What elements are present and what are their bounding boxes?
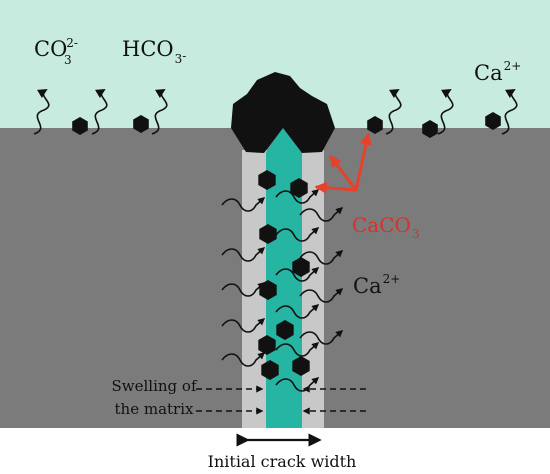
particles [72,112,501,380]
swelling-label-line1: Swelling of [112,377,198,395]
wavy-arrow-icon [151,89,168,135]
hexagon-particle-icon [292,356,310,376]
crack-width-label: Initial crack width [208,452,357,471]
crack-channel [266,126,302,428]
hexagon-particle-icon [422,120,438,138]
calcite-label: CaCO3 [352,213,420,241]
wavy-arrow-icon [299,288,344,303]
hexagon-particle-icon [485,112,501,130]
hexagon-particle-icon [261,360,279,380]
wavy-arrow-icon [275,227,320,242]
wavy-arrow-icon [299,330,344,345]
calcium-label-top: Ca2+ [474,59,521,85]
wavy-arrow-icon [221,282,266,297]
wavy-arrow-icon [299,207,344,222]
wavy-arrow-icon [221,318,266,333]
wavy-arrow-icon [275,342,320,357]
bicarbonate-label: HCO3- [122,37,186,66]
ion-arrows [33,89,518,392]
hexagon-particle-icon [258,170,276,190]
wavy-arrow-icon [275,304,320,319]
hexagon-particle-icon [292,257,310,277]
hexagon-particle-icon [259,224,277,244]
wavy-arrow-icon [299,250,344,265]
wavy-arrow-icon [385,89,402,135]
dashed-arrow-icon [196,385,366,415]
hexagon-particle-icon [367,116,383,134]
wavy-arrow-icon [33,89,50,135]
calcite-deposit [231,72,335,153]
wavy-arrow-icon [221,247,266,262]
hexagon-particle-icon [276,320,294,340]
hexagon-particle-icon [290,178,308,198]
carbonate-label: CO2-3 [34,36,78,67]
wavy-arrow-icon [275,189,320,204]
wavy-arrow-icon [221,197,266,212]
swelling-label-line2: the matrix [115,400,194,418]
wavy-arrow-icon [91,89,108,135]
calcium-label-mid: Ca2+ [353,272,400,298]
hexagon-particle-icon [133,115,149,133]
reaction-arrows-icon [314,132,372,194]
wavy-arrow-icon [221,352,266,367]
wavy-arrow-icon [275,267,320,282]
wavy-arrow-icon [437,89,454,135]
wavy-arrow-icon [501,89,518,135]
hexagon-particle-icon [258,335,276,355]
hexagon-particle-icon [259,280,277,300]
hexagon-particle-icon [72,117,88,135]
